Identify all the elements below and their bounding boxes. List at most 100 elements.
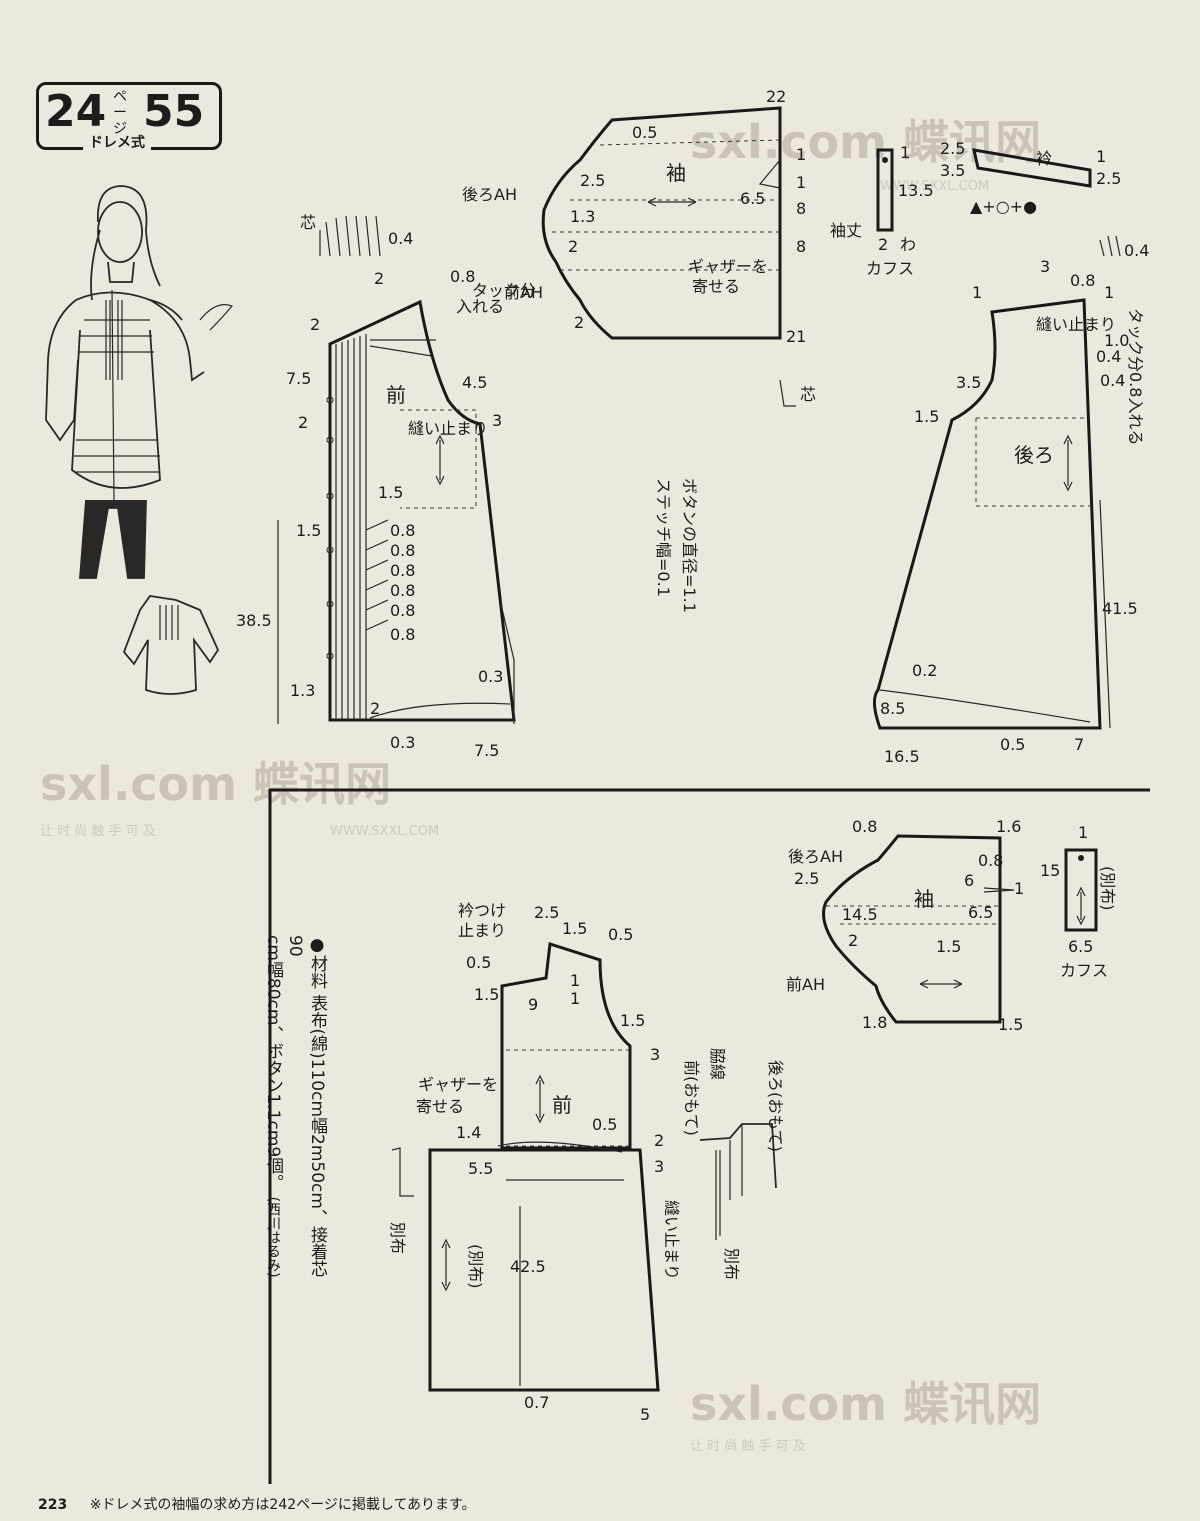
footer-note: ※ドレメ式の袖幅の求め方は242ページに掲載してあります。: [89, 1497, 476, 1513]
top-front-tuck2: 0.8: [450, 267, 475, 286]
top-front-m2b: 2: [310, 315, 320, 334]
bottom-sleeve-back-ah: 後ろAH: [788, 847, 843, 866]
top-front-pattern: 前 タック分 0.8 入れる 縫い止まり 2 2 7.5 4.5 3 2 1.5…: [236, 267, 536, 760]
pattern-number: 55: [143, 86, 205, 137]
bottom-front-collar-stop2: 止まり: [458, 921, 506, 940]
section-divider: [268, 788, 1150, 1484]
page-unit: ページ: [113, 89, 127, 137]
top-sleeve-m2b: 2: [574, 313, 584, 332]
top-cuff-m1: 1: [900, 143, 910, 162]
top-back-stitch-stop: 縫い止まり: [1036, 315, 1116, 334]
bottom-sleeve-m18: 1.8: [862, 1013, 887, 1032]
top-front-m08-5: 0.8: [390, 601, 415, 620]
watermark-site: WWW.SXXL.COM: [880, 179, 989, 194]
bottom-front-m05a: 0.5: [608, 925, 633, 944]
garment-illustration-front: [45, 185, 234, 579]
top-sleeve-m8b: 8: [796, 237, 806, 256]
bottom-front-gather2: 寄せる: [416, 1097, 464, 1116]
watermark-slogan: 让 时 尚 触 手 可 及: [690, 1439, 806, 1454]
top-sleeve-m22: 22: [766, 87, 786, 106]
stitch-note-text: ステッチ幅=0.1: [654, 478, 673, 597]
page-number: 24: [45, 86, 107, 137]
watermark-brand: sxl.com 蝶讯网: [690, 115, 1041, 169]
pattern-number-badge: 24 ページ 55 ドレメ式: [36, 82, 222, 151]
top-front-m03b: 0.3: [390, 733, 415, 752]
top-sleeve-back-ah: 後ろAH: [462, 185, 517, 204]
bottom-front-collar-stop: 衿つけ: [458, 901, 506, 920]
top-back-m415: 41.5: [1102, 599, 1138, 618]
top-front-m08-3: 0.8: [390, 561, 415, 580]
top-collar-marks: ▲+○+●: [970, 197, 1037, 216]
top-front-stitch-stop: 縫い止まり: [408, 419, 488, 438]
bottom-front-m15c: 1.5: [620, 1011, 645, 1030]
top-front-m08-2: 0.8: [390, 541, 415, 560]
bottom-cuff-m1: 1: [1078, 823, 1088, 842]
bottom-front-title: 前: [552, 1093, 572, 1117]
bottom-sleeve-title: 袖: [914, 887, 934, 911]
top-sleeve-m1b: 1: [796, 173, 806, 192]
watermark-group: sxl.com 蝶讯网 WWW.SXXL.COM sxl.com 蝶讯网 让 时…: [40, 115, 1041, 1454]
top-front-m45: 4.5: [462, 373, 487, 392]
top-back-m08: 0.8: [1070, 271, 1095, 290]
top-sleeve-m2a: 2: [568, 237, 578, 256]
top-sleeve-pattern: 袖 ギャザーを 寄せる 後ろAH 前AH 0.5 22 2.5 1.3 2 2 …: [462, 87, 862, 346]
bottom-sleeve-m6: 6: [964, 871, 974, 890]
top-back-title: 後ろ: [1014, 443, 1054, 467]
top-back-m3: 3: [1040, 257, 1050, 276]
bottom-front-stitch-stop: 縫い止まり: [662, 1200, 681, 1280]
side-front-face: 前(おもて): [682, 1060, 701, 1136]
bottom-sleeve-m08a: 0.8: [852, 817, 877, 836]
footer-page-number: 223: [38, 1497, 68, 1513]
side-back-face: 後ろ(おもて): [766, 1060, 785, 1152]
top-front-m08-6: 0.8: [390, 625, 415, 644]
method-label: ドレメ式: [83, 135, 151, 151]
top-collar-title: 衿: [1036, 149, 1052, 168]
bottom-cuff-m65: 6.5: [1068, 937, 1093, 956]
top-back-m15: 1.5: [914, 407, 939, 426]
top-front-m75b: 7.5: [474, 741, 499, 760]
bottom-front-pattern: 前 衿つけ 止まり ギャザーを 寄せる 縫い止まり 2.5 1.5 0.5 0.…: [388, 901, 721, 1424]
top-sleeve-title: 袖: [666, 161, 686, 185]
bottom-front-m55: 5.5: [468, 1159, 493, 1178]
top-back-m1b: 1: [1104, 283, 1114, 302]
top-collar-m25: 2.5: [940, 139, 965, 158]
bottom-sleeve-m145: 14.5: [842, 905, 878, 924]
bottom-sleeve-m1: 1: [1014, 879, 1024, 898]
bottom-front-m15b: 1.5: [474, 985, 499, 1004]
top-front-m13: 1.3: [290, 681, 315, 700]
side-seam-detail: 脇線 前(おもて) 後ろ(おもて) 別布: [682, 1048, 785, 1280]
materials-line1: 表布(綿)110cm幅2m50cm、接着芯90: [285, 935, 327, 1277]
bottom-front-m425: 42.5: [510, 1257, 546, 1276]
top-sleeve-m8a: 8: [796, 199, 806, 218]
top-back-m7: 7: [1074, 735, 1084, 754]
bottom-front-m2: 2: [654, 1131, 664, 1150]
top-sleeve-front-ah: 前AH: [504, 283, 543, 302]
materials-credit: (西川はるみ): [265, 1196, 281, 1278]
bottom-cuff-pattern: 1 15 (別布) 6.5 カフス: [1040, 823, 1117, 980]
watermark-site: WWW.SXXL.COM: [330, 824, 439, 839]
top-front-m3: 3: [492, 411, 502, 430]
top-back-m04a: 0.4: [1096, 347, 1121, 366]
top-front-m15: 1.5: [378, 483, 403, 502]
watermark-slogan: 让 时 尚 触 手 可 及: [40, 824, 156, 839]
top-sleeve-m21: 21: [786, 327, 806, 346]
bottom-front-m25: 2.5: [534, 903, 559, 922]
side-sep: 別布: [722, 1248, 741, 1280]
side-seam-label: 脇線: [708, 1048, 727, 1080]
materials-line2: cm幅80cm、ボタン1.1cm9個。: [263, 935, 283, 1192]
top-front-tuck: タック分: [472, 281, 536, 300]
bottom-front-gather: ギャザーを: [418, 1075, 498, 1094]
top-sleeve-m1a: 1: [796, 145, 806, 164]
bottom-front-sep: 別布: [388, 1222, 407, 1254]
top-collar-m35: 3.5: [940, 161, 965, 180]
bottom-cuff-title: カフス: [1060, 961, 1108, 980]
watermark-brand: sxl.com 蝶讯网: [40, 757, 391, 811]
bottom-front-m1a: 1: [570, 971, 580, 990]
bottom-sleeve-m16: 1.6: [996, 817, 1021, 836]
top-front-m08-1: 0.8: [390, 521, 415, 540]
interfacing-label: 芯: [300, 213, 316, 232]
top-cuff-pattern: 1 13.5 2 わ カフス: [866, 143, 934, 278]
interfacing-m04a: 0.4: [388, 229, 413, 248]
top-sleeve-gather: ギャザーを: [688, 257, 768, 276]
